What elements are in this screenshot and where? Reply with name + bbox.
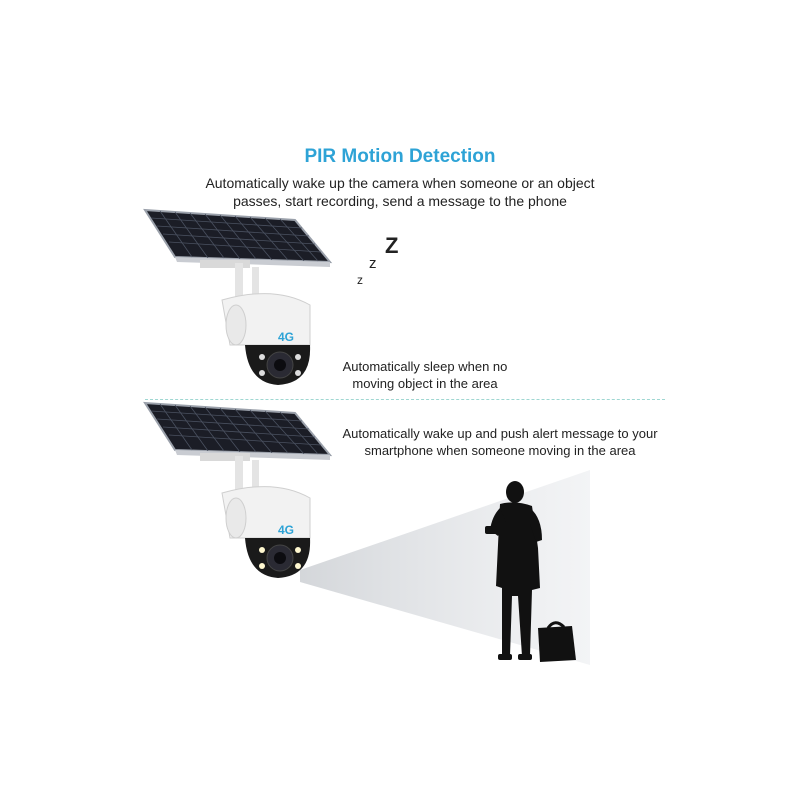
phone-in-hand: [485, 526, 497, 534]
solar-camera-sleeping: 4G: [143, 208, 333, 385]
section-divider: [145, 399, 665, 400]
zzz-small: z: [357, 273, 363, 287]
page-title: PIR Motion Detection: [304, 146, 496, 167]
antenna: [252, 460, 259, 498]
zzz-large: Z: [385, 233, 399, 258]
solar-camera-awake: 4G: [143, 401, 333, 578]
solar-panel: [143, 208, 333, 267]
body: [496, 502, 540, 656]
antenna: [252, 267, 259, 305]
zzz-medium: z: [369, 255, 377, 272]
solar-panel: [143, 401, 333, 460]
panel-bracket: [200, 453, 250, 461]
person-silhouette: [485, 481, 576, 662]
panel-bracket: [200, 260, 250, 268]
antenna: [235, 263, 243, 303]
briefcase: [538, 626, 576, 662]
page-subtitle: Automatically wake up the camera when so…: [150, 174, 650, 210]
4g-badge: 4G: [278, 523, 294, 537]
wake-caption: Automatically wake up and push alert mes…: [330, 425, 670, 459]
4g-badge: 4G: [278, 330, 294, 344]
subtitle-line-2: passes, start recording, send a message …: [233, 193, 567, 209]
sleep-caption-line-1: Automatically sleep when no: [342, 359, 508, 374]
sleep-caption-line-2: moving object in the area: [352, 376, 498, 391]
sleep-caption: Automatically sleep when no moving objec…: [320, 358, 530, 392]
subtitle-line-1: Automatically wake up the camera when so…: [205, 175, 595, 191]
antenna: [235, 456, 243, 496]
wake-caption-line-1: Automatically wake up and push alert mes…: [342, 426, 658, 441]
wake-caption-line-2: smartphone when someone moving in the ar…: [364, 443, 636, 458]
head: [506, 481, 524, 503]
